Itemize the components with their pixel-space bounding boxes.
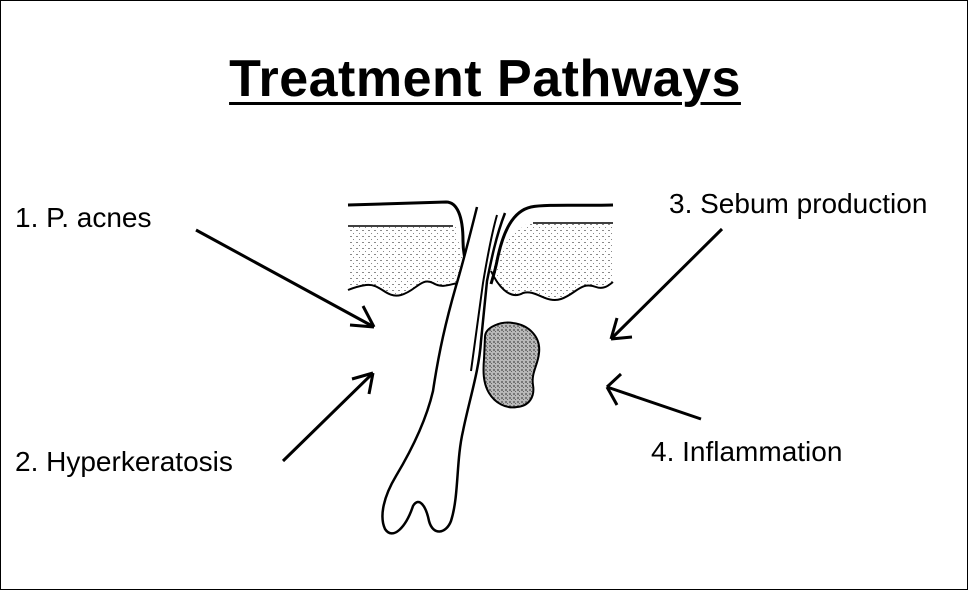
arrow-sebum-production (611, 229, 722, 339)
arrow-hyperkeratosis (283, 373, 373, 461)
dermis-right (491, 223, 613, 300)
arrow-inflammation (607, 374, 701, 419)
arrow-p-acnes (196, 230, 374, 327)
pathway-label-hyperkeratosis: 2. Hyperkeratosis (15, 448, 233, 476)
pathway-label-sebum-production: 3. Sebum production (669, 190, 927, 218)
sebaceous-gland (484, 323, 540, 408)
pathway-label-inflammation: 4. Inflammation (651, 438, 842, 466)
pathway-label-p-acnes: 1. P. acnes (15, 204, 151, 232)
